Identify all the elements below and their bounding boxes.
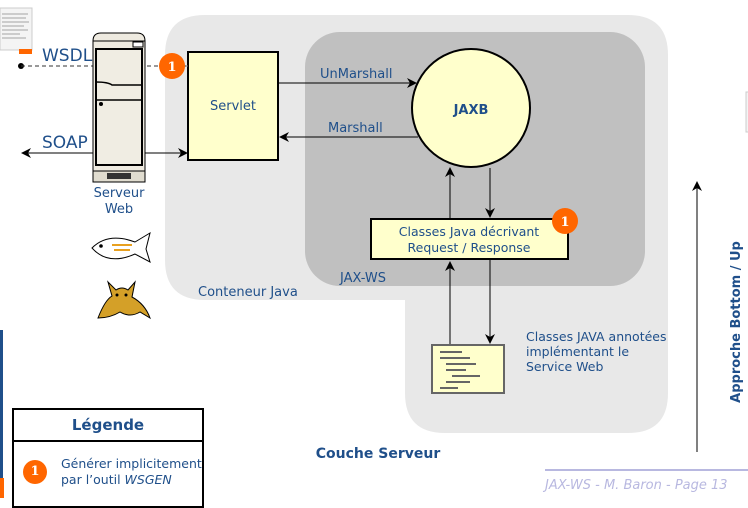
jaxb-circle <box>411 48 531 168</box>
annotated-classes-line2: implémentant le <box>526 344 629 359</box>
request-response-classes-box <box>370 218 569 260</box>
legend-text-prefix: par l’outil <box>61 472 125 487</box>
tomcat-logo-icon <box>97 280 151 320</box>
legend-badge: 1 <box>23 460 47 484</box>
wsdl-label: WSDL <box>42 46 93 66</box>
approche-label: Approche Bottom / Up <box>729 241 744 403</box>
legend-text-line1: Générer implicitement <box>61 456 202 471</box>
servlet-badge-number: 1 <box>167 60 176 75</box>
server-label-line1: Serveur <box>94 186 146 201</box>
java-source-file-icon <box>431 344 505 394</box>
legend: Légende 1 Générer implicitement par l’ou… <box>12 408 204 508</box>
web-server-icon <box>92 32 146 183</box>
servlet-box <box>187 51 279 161</box>
annotated-classes-line1: Classes JAVA annotées <box>526 329 667 344</box>
classes-label-line2: Request / Response <box>408 240 531 255</box>
unmarshall-label: UnMarshall <box>320 67 392 82</box>
footer-page-info: JAX-WS - M. Baron - Page 13 <box>545 478 728 493</box>
annotated-classes-line3: Service Web <box>526 359 603 374</box>
legend-text: Générer implicitement par l’outil WSGEN <box>61 456 202 488</box>
server-label-line2: Web <box>105 202 133 217</box>
wsdl-document-icon <box>0 7 33 54</box>
soap-label: SOAP <box>42 133 88 153</box>
servlet-badge <box>159 53 185 79</box>
legend-tool-name: WSGEN <box>124 472 172 487</box>
classes-badge <box>552 208 578 234</box>
marshall-label: Marshall <box>328 121 383 136</box>
servlet-label: Servlet <box>210 99 256 114</box>
jaxws-label: JAX-WS <box>339 271 386 286</box>
couche-serveur-label: Couche Serveur <box>316 446 441 462</box>
conteneur-label: Conteneur Java <box>198 285 298 300</box>
jaxb-label: JAXB <box>453 103 489 118</box>
legend-title: Légende <box>14 410 202 442</box>
legend-item: 1 Générer implicitement par l’outil WSGE… <box>14 442 202 502</box>
glassfish-logo-icon <box>91 231 151 264</box>
classes-label-line1: Classes Java décrivant <box>399 224 540 239</box>
classes-badge-number: 1 <box>560 215 569 230</box>
